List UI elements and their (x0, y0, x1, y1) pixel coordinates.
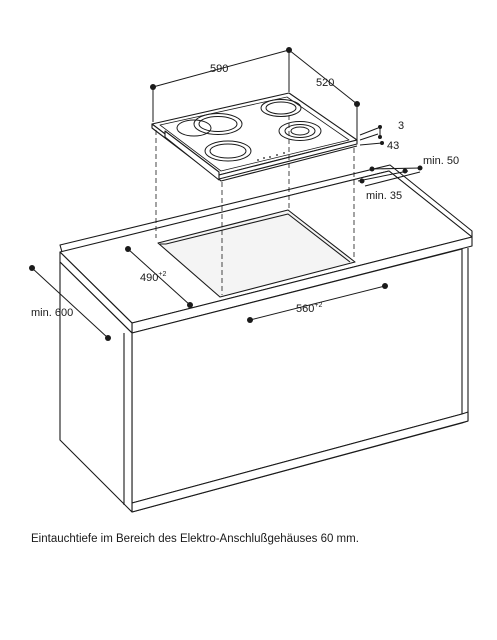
cooking-zone-back-right (260, 99, 302, 117)
projection-lines (155, 115, 355, 295)
label-min-overhang: min. 35 (366, 190, 402, 202)
cooking-zone-back-right-inner (265, 101, 297, 115)
cutout-depth-value: 490 (140, 272, 158, 284)
control-panel-marks (257, 152, 285, 161)
label-worktop-depth: min. 600 (31, 307, 73, 319)
cooking-zone-front-right (278, 121, 322, 141)
hob (151, 92, 358, 182)
cutout-width-value: 560 (296, 303, 314, 315)
cutout-depth-tolerance: +2 (158, 271, 166, 278)
label-cutout-width: 560+2 (296, 302, 322, 315)
cooking-zone-back-left-inner (198, 116, 238, 132)
label-min-back-distance: min. 50 (423, 155, 459, 167)
cutout-width-tolerance: +2 (314, 302, 322, 309)
caption-text: Eintauchtiefe im Bereich des Elektro-Ans… (31, 533, 359, 545)
cabinet-side (59, 261, 133, 513)
cooking-zone-front-right-core (290, 126, 310, 136)
dimension-lines (31, 49, 421, 339)
dimension-endpoints (29, 47, 423, 341)
label-cutout-depth: 490+2 (140, 271, 166, 284)
label-hob-height: 43 (387, 140, 399, 152)
cooking-zone-front-right-inner (284, 124, 316, 138)
cutout-opening (157, 209, 356, 298)
cooking-zone-front-left-inner (209, 143, 247, 159)
label-hob-depth: 520 (316, 77, 334, 89)
cutout-inner-wall (160, 213, 351, 263)
cooking-zones (176, 99, 322, 162)
cooking-zone-back-left (176, 119, 212, 137)
hob-frame-inner (159, 96, 350, 172)
hob-underside (218, 145, 358, 182)
cooking-zone-front-left (204, 140, 252, 162)
label-hob-width: 590 (210, 63, 228, 75)
cooking-zone-back-left (193, 113, 243, 135)
label-glass-thickness: 3 (398, 120, 404, 132)
worktop-cutout (157, 209, 356, 298)
hob-body (164, 130, 220, 181)
